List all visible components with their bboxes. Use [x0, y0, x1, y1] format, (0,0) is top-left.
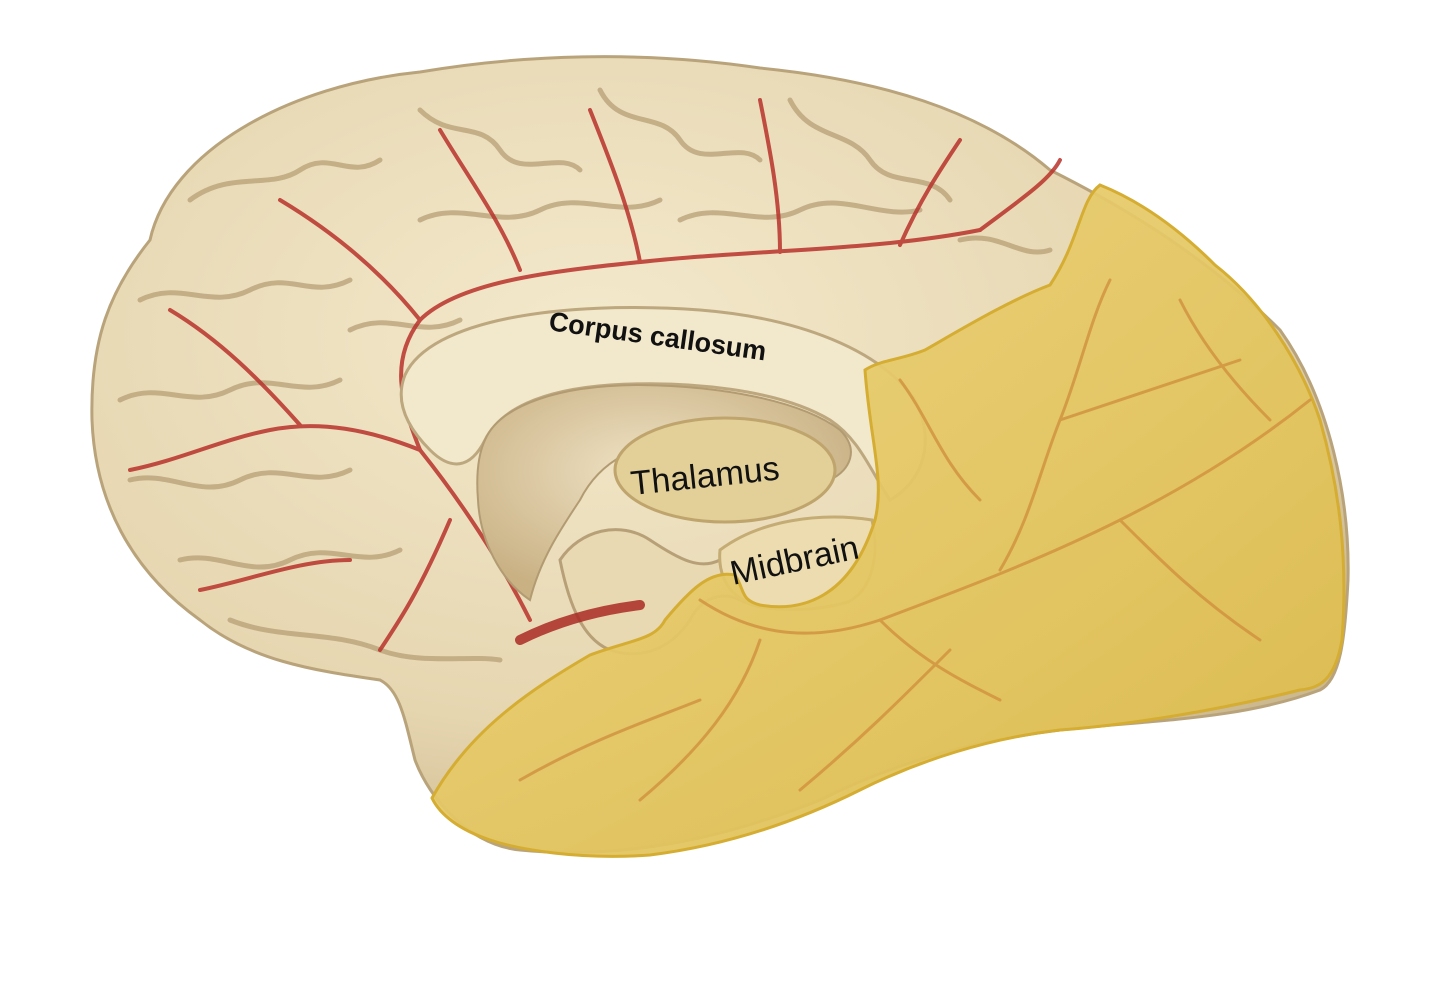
highlighted-region: [430, 183, 1346, 858]
highlight-veins: [518, 278, 1312, 802]
corpus-callosum-shape: [399, 306, 927, 502]
arteries: [128, 98, 1062, 652]
thalamus-shape: [613, 416, 837, 524]
stem-artery: [515, 600, 645, 645]
